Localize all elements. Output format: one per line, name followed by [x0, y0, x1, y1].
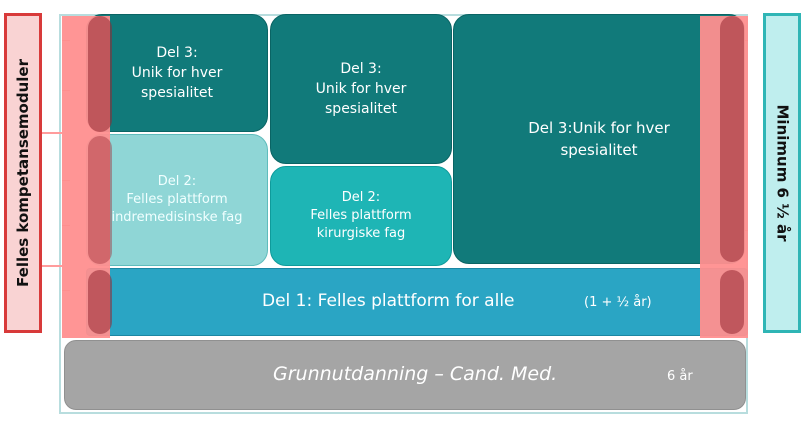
del2-indremedisin-block: Del 2: Felles plattform indremedisinske …: [86, 134, 268, 266]
del1-label: Del 1: Felles plattform for alle: [262, 291, 515, 311]
del3-block-1-line3: spesialitet: [141, 85, 213, 101]
felles-kompetansemoduler-text: Felles kompetansemoduler: [14, 59, 33, 287]
connector-line: [42, 132, 62, 134]
del2-kirurgi-line3: kirurgiske fag: [316, 226, 406, 241]
del3-block-1-line1: Del 3:: [156, 45, 198, 61]
del3-block-2-line2: Unik for hver: [315, 81, 407, 97]
kompetansemodul-segment: [88, 136, 112, 264]
del3-block-2: Del 3: Unik for hver spesialitet: [270, 14, 452, 164]
minimum-duration-text: Minimum 6 ½ år: [773, 104, 792, 242]
grunnutdanning-label: Grunnutdanning – Cand. Med.: [273, 363, 558, 385]
felles-kompetansemoduler-label: Felles kompetansemoduler: [4, 13, 42, 333]
kompetansemodul-segment: [88, 270, 112, 334]
del2-kirurgi-line1: Del 2:: [341, 190, 381, 205]
del3-block-3-line1: Del 3:Unik for hver: [528, 119, 670, 137]
del1-duration: (1 + ½ år): [584, 295, 652, 310]
del1-block: Del 1: Felles plattform for alle (1 + ½ …: [86, 268, 748, 336]
del2-indremedisin-line2: Felles plattform: [126, 192, 228, 207]
del3-block-3-line2: spesialitet: [560, 141, 638, 159]
grunnutdanning-block: Grunnutdanning – Cand. Med. 6 år: [64, 340, 746, 410]
del2-kirurgi-line2: Felles plattform: [310, 208, 412, 223]
del3-block-2-line1: Del 3:: [340, 61, 382, 77]
del2-indremedisin-line1: Del 2:: [157, 174, 197, 189]
del3-block-1-line2: Unik for hver: [131, 65, 223, 81]
del2-kirurgi-block: Del 2: Felles plattform kirurgiske fag: [270, 166, 452, 266]
kompetansemodul-segment: [720, 270, 744, 334]
connector-line: [42, 265, 62, 267]
del3-block-3: Del 3:Unik for hver spesialitet: [453, 14, 745, 264]
kompetansemodul-segment: [720, 16, 744, 262]
kompetansemodul-segment: [88, 16, 112, 132]
del3-block-1: Del 3: Unik for hver spesialitet: [86, 14, 268, 132]
grunnutdanning-duration: 6 år: [667, 369, 693, 384]
del2-indremedisin-line3: indremedisinske fag: [111, 210, 243, 225]
del3-block-2-line3: spesialitet: [325, 101, 397, 117]
minimum-duration-label: Minimum 6 ½ år: [763, 13, 801, 333]
